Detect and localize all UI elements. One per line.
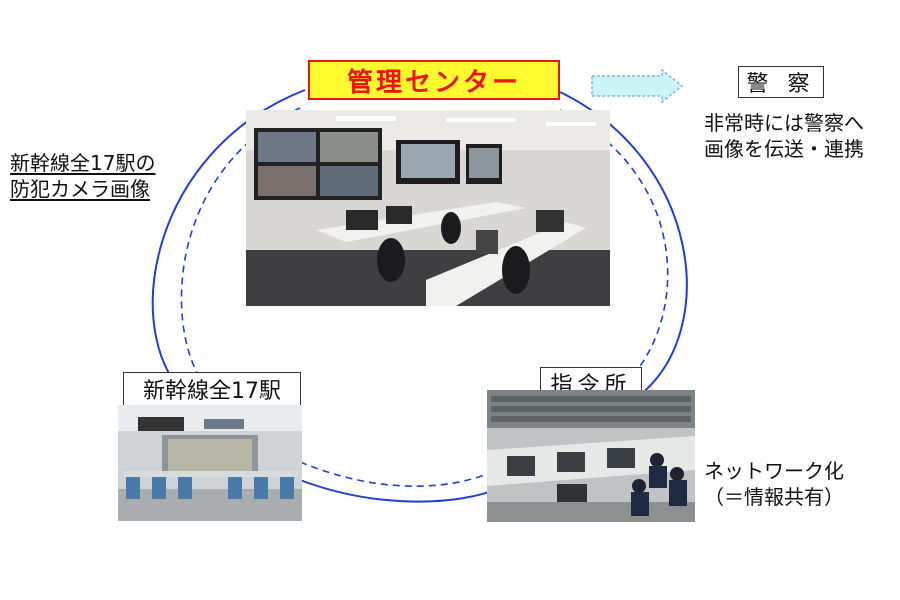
camera-images-text: 新幹線全17駅の 防犯カメラ画像 (10, 150, 155, 202)
control-room-photo (246, 110, 610, 306)
camera-text-line2: 防犯カメラ画像 (10, 177, 150, 201)
shinkansen-stations-label: 新幹線全17駅 (123, 372, 301, 406)
police-note: 非常時には警察へ 画像を伝送・連携 (704, 110, 864, 162)
network-note: ネットワーク化 （＝情報共有） (704, 458, 844, 510)
dispatch-center-photo (487, 390, 695, 522)
network-note-line1: ネットワーク化 (704, 459, 844, 483)
station-gates-photo (118, 405, 302, 521)
camera-text-line1: 新幹線全17駅の (10, 151, 156, 175)
dashed-arrow-right-icon (591, 68, 684, 104)
network-note-line2: （＝情報共有） (704, 485, 844, 509)
management-center-title: 管理センター (308, 60, 560, 100)
police-note-line1: 非常時には警察へ (704, 111, 864, 135)
police-note-line2: 画像を伝送・連携 (704, 137, 864, 161)
police-label: 警 察 (738, 66, 824, 98)
